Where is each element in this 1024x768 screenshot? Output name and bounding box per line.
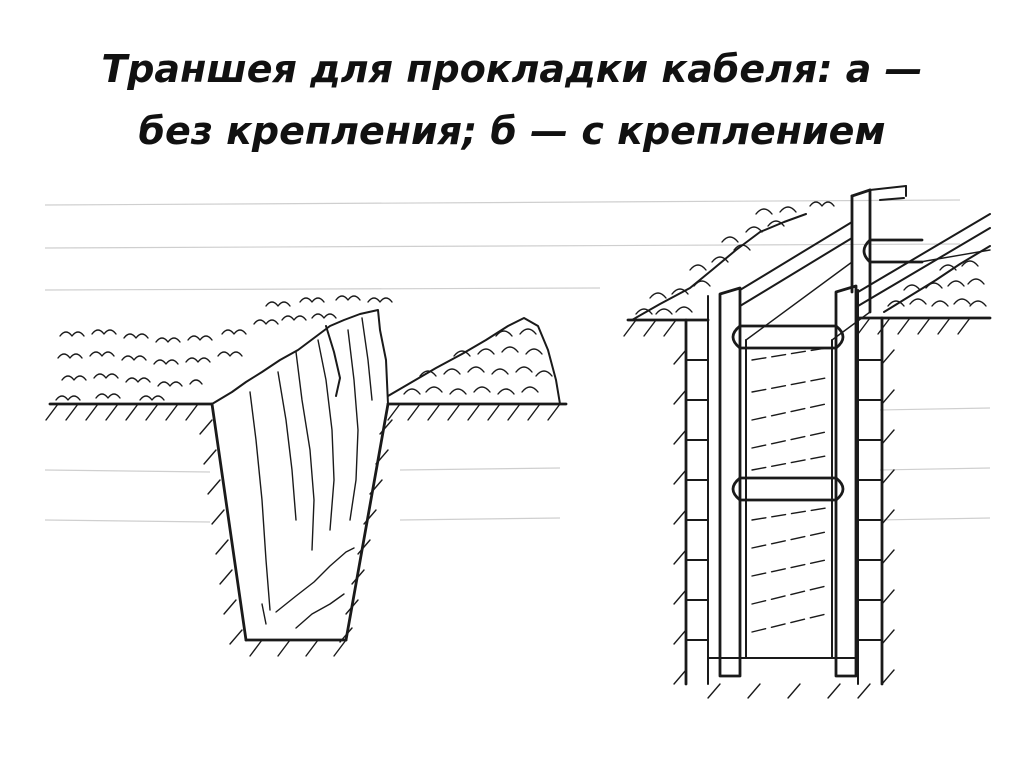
spoil-pile-b-right bbox=[883, 245, 991, 313]
spoil-pile-b-right-clods bbox=[887, 260, 987, 307]
spoil-pile-b-left-clods bbox=[635, 201, 835, 315]
strut-upper-front-cap-left bbox=[731, 324, 742, 350]
left-wall-planks bbox=[685, 359, 709, 641]
post-back-right-top bbox=[850, 188, 872, 198]
trench-a-left-wall bbox=[210, 402, 248, 642]
slide-title-line-1: Траншея для прокладки кабеля: а — bbox=[101, 47, 923, 91]
ground-hatch-a bbox=[45, 403, 561, 657]
trench-a-right-wall bbox=[344, 402, 390, 642]
trench-a-back-wall-strata bbox=[249, 317, 373, 629]
slide-title-line-2: без крепления; б — с креплением bbox=[138, 109, 886, 153]
trench-a-soil-face-crest bbox=[325, 325, 341, 397]
strut-lower-front-cap-left bbox=[731, 476, 742, 502]
perspective-top-boards bbox=[739, 185, 991, 307]
strut-upper-front-cap-right bbox=[834, 324, 845, 350]
panel-a-trench-without-shoring bbox=[45, 295, 568, 657]
background-ghost-lines bbox=[44, 199, 991, 523]
post-back-right bbox=[850, 188, 872, 314]
slide-title: Траншея для прокладки кабеля: а — без кр… bbox=[0, 38, 1024, 162]
spoil-pile-a-clods bbox=[403, 328, 553, 395]
right-wall-planks bbox=[857, 359, 883, 641]
strut-lower-front-cap-right bbox=[834, 476, 845, 502]
grass-tufts-left-a bbox=[55, 295, 393, 401]
back-wall-board-lines bbox=[751, 347, 827, 633]
post-front-right bbox=[834, 284, 858, 678]
post-front-left bbox=[718, 286, 742, 678]
panel-b-trench-with-shoring bbox=[623, 185, 992, 699]
strut-upper-front bbox=[738, 324, 838, 350]
cross-struts bbox=[731, 238, 924, 502]
spoil-pile-a-outline bbox=[387, 317, 561, 405]
trench-a-soil-face bbox=[211, 309, 389, 405]
strut-upper-back-cap bbox=[862, 238, 872, 264]
vertical-posts bbox=[718, 188, 872, 678]
strut-lower-front bbox=[738, 476, 838, 502]
ground-hatch-b bbox=[623, 317, 971, 699]
strut-upper-back bbox=[868, 238, 924, 264]
spoil-pile-b-left bbox=[631, 213, 807, 321]
